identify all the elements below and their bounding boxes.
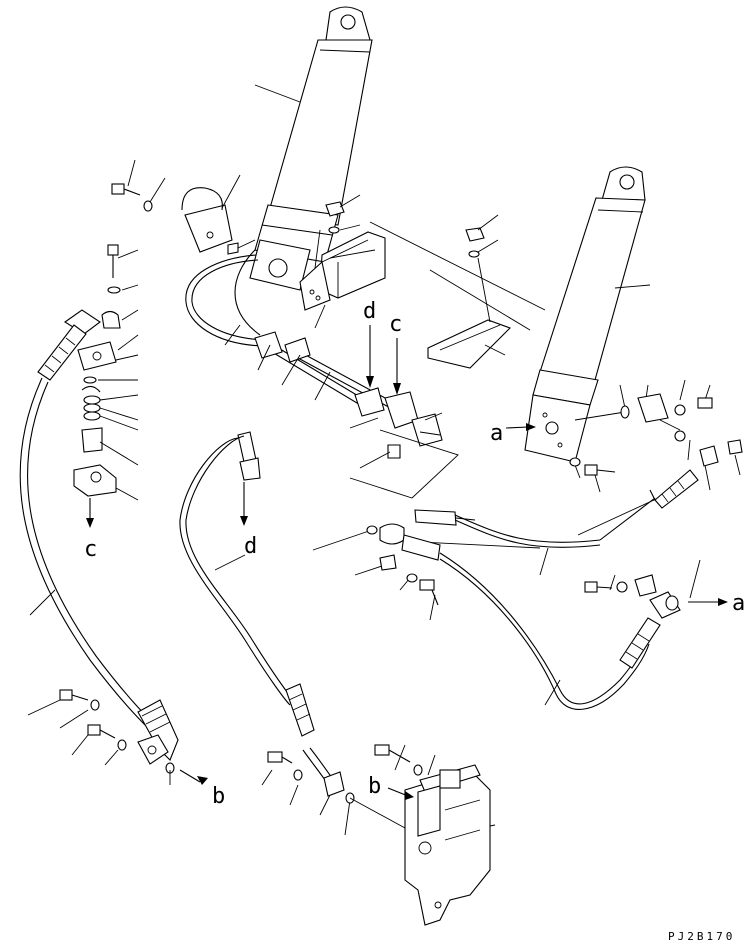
- label-a-left: a: [490, 421, 503, 446]
- arrows: [86, 325, 728, 800]
- manifold-outline: [349, 429, 459, 499]
- right-lift-cylinder: [524, 166, 646, 463]
- right-connector-parts: [569, 393, 743, 509]
- label-b-valve: b: [368, 774, 381, 799]
- mounting-bracket: [299, 231, 511, 369]
- long-hose-left: [19, 377, 179, 761]
- label-b-bottom: b: [212, 784, 225, 809]
- center-bolts-washers: [366, 525, 657, 606]
- hose-clamp-assembly: [111, 183, 239, 255]
- label-d-mid: d: [363, 299, 376, 324]
- hose-center-right: [379, 489, 681, 710]
- label-c-left: c: [84, 537, 97, 562]
- nut-washer-set-top: [325, 201, 485, 258]
- label-a-right: a: [732, 591, 745, 616]
- leader-lines: [27, 84, 741, 836]
- lower-left-flange: [59, 689, 175, 774]
- label-d-left: d: [244, 534, 257, 559]
- left-fitting-stack: [37, 244, 121, 497]
- control-valve: [404, 764, 491, 926]
- label-c-mid: c: [389, 312, 402, 337]
- valve-fittings: [267, 744, 423, 829]
- pipe-block-fittings: [254, 331, 443, 459]
- drawing-code: PJ2B170: [668, 930, 735, 943]
- hose-center-d: [179, 431, 315, 737]
- callout-labels: a a b b c c d d PJ2B170: [84, 299, 745, 943]
